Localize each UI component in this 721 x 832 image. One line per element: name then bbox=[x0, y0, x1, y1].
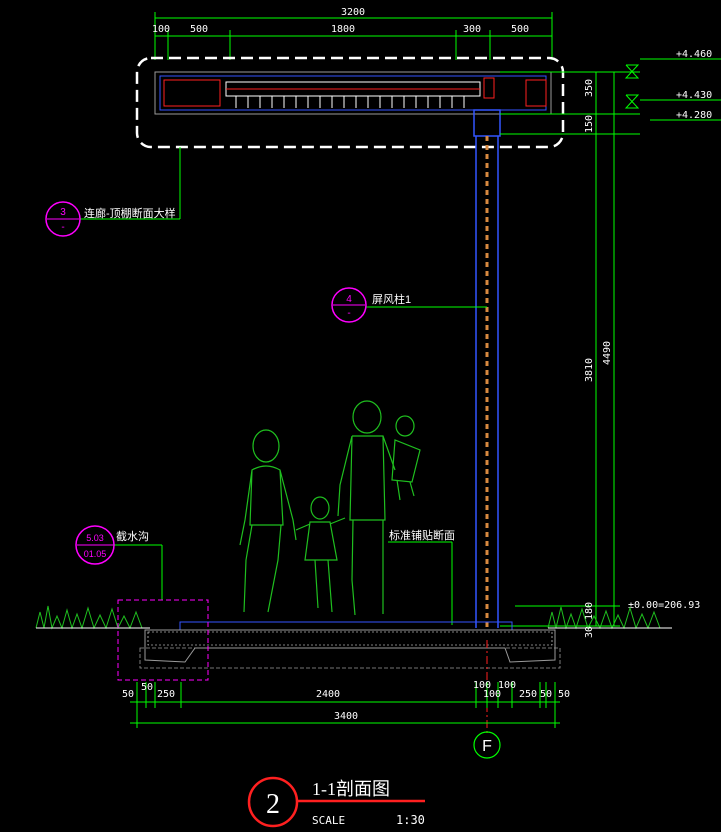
grass bbox=[35, 605, 661, 630]
axis-bubble-f: F bbox=[473, 731, 501, 759]
dim-b-50c: 50 bbox=[540, 689, 552, 700]
people-figures bbox=[239, 400, 421, 616]
callout-canopy: 3 - 连廊-顶棚断面大样 bbox=[45, 147, 181, 237]
axis-label: F bbox=[482, 738, 492, 755]
callout-canopy-ref: 3 bbox=[60, 207, 66, 218]
dim-b-50a: 50 bbox=[122, 689, 134, 700]
scale-label: SCALE bbox=[312, 814, 345, 827]
callout-paving-text: 标准铺贴断面 bbox=[389, 528, 455, 542]
dim-top-5: 500 bbox=[511, 24, 529, 35]
dim-top-2: 500 bbox=[190, 24, 208, 35]
dim-v-350: 350 bbox=[584, 79, 595, 97]
dim-b-250b: 250 bbox=[519, 689, 537, 700]
callout-column: 4 - 屏风柱1 bbox=[331, 287, 487, 323]
callout-drain-text: 截水沟 bbox=[116, 529, 149, 543]
dim-b-2400: 2400 bbox=[316, 689, 340, 700]
scale-value: 1:30 bbox=[396, 813, 425, 827]
dim-b-total: 3400 bbox=[334, 711, 358, 722]
dim-v-180: 180 bbox=[584, 602, 595, 620]
title-name: 1-1剖面图 bbox=[312, 779, 390, 799]
elevation-top: +4.460 bbox=[676, 49, 712, 60]
canopy-section bbox=[135, 56, 565, 149]
dim-b-100c: 100 bbox=[498, 680, 516, 691]
callout-canopy-sheet: - bbox=[61, 222, 64, 233]
dim-v-150: 150 bbox=[584, 115, 595, 133]
dim-v-30: 30 bbox=[584, 626, 595, 638]
elevation-ground: ±0.00=206.93 bbox=[628, 600, 700, 611]
callout-column-ref: 4 bbox=[346, 294, 352, 305]
right-dimensions bbox=[500, 58, 721, 627]
top-dimensions bbox=[154, 12, 553, 60]
screen-column bbox=[475, 136, 499, 628]
bottom-dimensions bbox=[130, 682, 560, 728]
callout-drain-sheet: 01.05 bbox=[84, 549, 107, 559]
callout-canopy-text: 连廊-顶棚断面大样 bbox=[84, 206, 176, 220]
elevation-mid: +4.430 bbox=[676, 90, 712, 101]
dim-b-250a: 250 bbox=[157, 689, 175, 700]
dim-v-3810: 3810 bbox=[584, 358, 595, 382]
callout-column-sheet: - bbox=[347, 308, 350, 319]
dim-v-4490: 4490 bbox=[602, 341, 613, 365]
title-block: 2 1-1剖面图 SCALE 1:30 bbox=[247, 776, 425, 828]
paving-section bbox=[36, 599, 672, 736]
dim-b-50d: 50 bbox=[558, 689, 570, 700]
title-number: 2 bbox=[266, 789, 280, 820]
callout-drain-ref: 5.03 bbox=[86, 533, 104, 543]
dim-top-4: 300 bbox=[463, 24, 481, 35]
elevation-lower: +4.280 bbox=[676, 110, 712, 121]
callout-paving: 标准铺贴断面 bbox=[388, 528, 455, 625]
dim-top-3: 1800 bbox=[331, 24, 355, 35]
callout-drain: 5.03 01.05 截水沟 bbox=[75, 525, 163, 600]
dim-top-1: 100 bbox=[152, 24, 170, 35]
dim-b-100b: 100 bbox=[483, 689, 501, 700]
callout-column-text: 屏风柱1 bbox=[372, 292, 411, 306]
dim-b-50b: 50 bbox=[141, 682, 153, 693]
dim-total-top: 3200 bbox=[341, 7, 365, 18]
dim-b-100a: 100 bbox=[473, 680, 491, 691]
